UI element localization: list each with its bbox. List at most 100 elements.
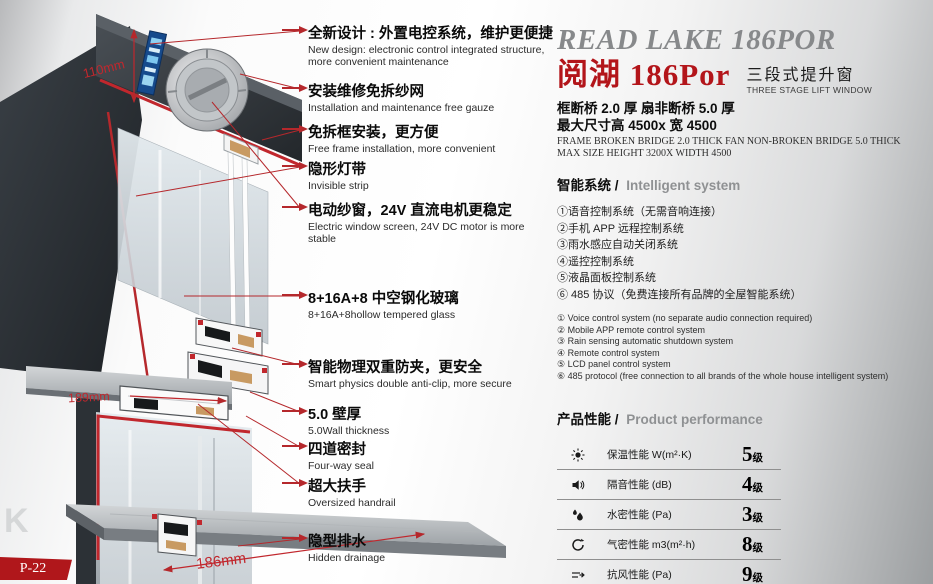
- product-title-en: READ LAKE 186POR: [557, 24, 836, 56]
- spec-line-en-1: FRAME BROKEN BRIDGE 2.0 THICK FAN NON-BR…: [557, 136, 901, 147]
- callout-subtitle: 5.0Wall thickness: [308, 425, 390, 437]
- callout-title: 电动纱窗，24V 直流电机更稳定: [308, 203, 512, 219]
- performance-grade: 4级: [742, 472, 763, 496]
- intelligent-heading-zh: 智能系统 /: [557, 178, 619, 193]
- callout-title: 超大扶手: [308, 479, 366, 495]
- callout-arrow-icon: [282, 406, 308, 415]
- callout-subtitle: Electric window screen, 24V DC motor is …: [308, 221, 525, 245]
- callout-subtitle: 8+16A+8hollow tempered glass: [308, 309, 456, 321]
- double-glazing-edge: [223, 133, 259, 333]
- performance-label: 气密性能 m3(m²·h): [607, 539, 696, 551]
- callout-title: 免拆框安装，更方便: [308, 125, 439, 141]
- product-title-zh: 阅湖 186Por: [557, 57, 731, 92]
- dimension-middle: 189mm: [68, 389, 228, 405]
- water-drop-icon: [565, 508, 591, 522]
- callout-electric-screen: 电动纱窗，24V 直流电机更稳定 Electric window screen,…: [282, 199, 558, 245]
- page-number-tag: P-22: [0, 557, 72, 580]
- list-item: ①语音控制系统（无需音响连接）: [557, 206, 722, 218]
- intelligent-list-en: ① Voice control system (no separate audi…: [557, 313, 921, 382]
- performance-heading: 产品性能 / Product performance: [557, 408, 921, 428]
- callout-title: 安装维修免拆纱网: [308, 84, 424, 100]
- callout-wall-thickness: 5.0 壁厚 5.0Wall thickness: [282, 403, 558, 437]
- performance-label: 隔音性能 (dB): [607, 479, 672, 491]
- leader-lines: [135, 30, 301, 547]
- callout-arrow-icon: [282, 124, 308, 133]
- callout-subtitle: Free frame installation, more convenient: [308, 143, 496, 155]
- table-row: 水密性能 (Pa) 3级: [557, 500, 781, 530]
- list-item: ⑤ LCD panel control system: [557, 359, 671, 369]
- list-item: ⑥ 485 protocol (free connection to all b…: [557, 370, 889, 381]
- callout-free-gauze: 安装维修免拆纱网 Installation and maintenance fr…: [282, 80, 558, 114]
- table-row: 保温性能 W(m²·K) 5级: [557, 440, 781, 470]
- list-item: ④ Remote control system: [557, 347, 660, 358]
- callout-invisible-strip: 隐形灯带 Invisible strip: [282, 158, 558, 192]
- product-subtitle-zh: 三段式提升窗: [746, 67, 855, 84]
- callout-arrow-icon: [282, 359, 308, 368]
- info-panel: READ LAKE 186POR 阅湖 186Por 三段式提升窗 THREE …: [557, 24, 921, 584]
- air-circulation-icon: [565, 538, 591, 552]
- performance-heading-en: Product performance: [626, 412, 763, 427]
- intelligent-system-heading: 智能系统 / Intelligent system: [557, 174, 921, 194]
- callout-arrow-icon: [282, 478, 308, 487]
- speaker-icon: [565, 478, 591, 492]
- callout-hidden-drainage: 隐型排水 Hidden drainage: [282, 530, 558, 564]
- performance-label: 水密性能 (Pa): [607, 509, 672, 521]
- intelligent-heading-en: Intelligent system: [626, 178, 741, 193]
- callout-title: 四道密封: [308, 442, 366, 458]
- callout-four-way-seal: 四道密封 Four-way seal: [282, 438, 558, 472]
- performance-grade: 3级: [742, 502, 763, 526]
- callout-title: 隐形灯带: [308, 162, 366, 178]
- performance-grade: 5级: [742, 442, 763, 466]
- callout-title: 隐型排水: [308, 534, 366, 550]
- wind-icon: [565, 568, 591, 582]
- callout-arrow-icon: [282, 83, 308, 92]
- callout-title: 全新设计 : 外置电控系统，维护更便捷: [308, 26, 553, 42]
- intelligent-list-zh: ①语音控制系统（无需音响连接） ②手机 APP 远程控制系统 ③雨水感应自动关闭…: [557, 204, 921, 303]
- spec-line-zh-1: 框断桥 2.0 厚 扇非断桥 5.0 厚: [557, 101, 735, 116]
- callout-arrow-icon: [282, 441, 308, 450]
- performance-grade: 9级: [742, 562, 763, 584]
- callout-handrail: 超大扶手 Oversized handrail: [282, 475, 558, 509]
- callout-subtitle: Oversized handrail: [308, 497, 396, 509]
- performance-label: 抗风性能 (Pa): [607, 569, 672, 581]
- bottom-sash-profile: [152, 513, 202, 557]
- callout-anti-clip: 智能物理双重防夹，更安全 Smart physics double anti-c…: [282, 356, 558, 390]
- list-item: ③雨水感应自动关闭系统: [557, 239, 678, 251]
- table-row: 气密性能 m3(m²·h) 8级: [557, 530, 781, 560]
- performance-table: 保温性能 W(m²·K) 5级 隔音性能 (dB) 4级 水密性能 (Pa) 3…: [557, 440, 781, 584]
- svg-text:189mm: 189mm: [68, 389, 110, 405]
- callout-subtitle: Invisible strip: [308, 180, 369, 192]
- list-item: ② Mobile APP remote control system: [557, 324, 705, 335]
- callout-subtitle: Four-way seal: [308, 460, 374, 472]
- callout-title: 智能物理双重防夹，更安全: [308, 360, 482, 376]
- dimension-width: 186mm: [162, 531, 426, 573]
- sash-bottom-profile: [195, 317, 263, 357]
- callout-list: 全新设计 : 外置电控系统，维护更便捷 New design: electron…: [282, 0, 560, 584]
- callout-arrow-icon: [282, 25, 308, 34]
- callout-arrow-icon: [282, 161, 308, 170]
- callout-free-frame: 免拆框安装，更方便 Free frame installation, more …: [282, 121, 558, 155]
- performance-grade: 8级: [742, 532, 763, 556]
- callout-new-design: 全新设计 : 外置电控系统，维护更便捷 New design: electron…: [282, 22, 558, 68]
- callout-tempered-glass: 8+16A+8 中空钢化玻璃 8+16A+8hollow tempered gl…: [282, 287, 558, 321]
- callout-subtitle: Installation and maintenance free gauze: [308, 102, 495, 114]
- list-item: ⑥ 485 协议（免费连接所有品牌的全屋智能系统）: [557, 288, 802, 301]
- handrail-profile: [119, 385, 229, 421]
- callout-subtitle: New design: electronic control integrate…: [308, 44, 545, 68]
- list-item: ③ Rain sensing automatic shutdown system: [557, 336, 734, 346]
- product-subtitle-en: THREE STAGE LIFT WINDOW: [746, 85, 873, 95]
- callout-subtitle: Hidden drainage: [308, 552, 386, 564]
- list-item: ②手机 APP 远程控制系统: [557, 222, 684, 235]
- performance-heading-zh: 产品性能 /: [557, 412, 619, 427]
- list-item: ① Voice control system (no separate audi…: [557, 313, 813, 323]
- table-row: 隔音性能 (dB) 4级: [557, 470, 781, 500]
- callout-arrow-icon: [282, 533, 308, 542]
- callout-title: 8+16A+8 中空钢化玻璃: [308, 291, 459, 307]
- window-cross-section-diagram: 110mm 189mm 186mm: [0, 14, 506, 584]
- performance-label: 保温性能 W(m²·K): [607, 449, 692, 461]
- callout-subtitle: Smart physics double anti-clip, more sec…: [308, 378, 512, 390]
- table-row: 抗风性能 (Pa) 9级: [557, 560, 781, 584]
- spec-line-zh-2: 最大尺寸高 4500x 宽 4500: [557, 118, 717, 133]
- screen-roller-motor: [165, 48, 249, 132]
